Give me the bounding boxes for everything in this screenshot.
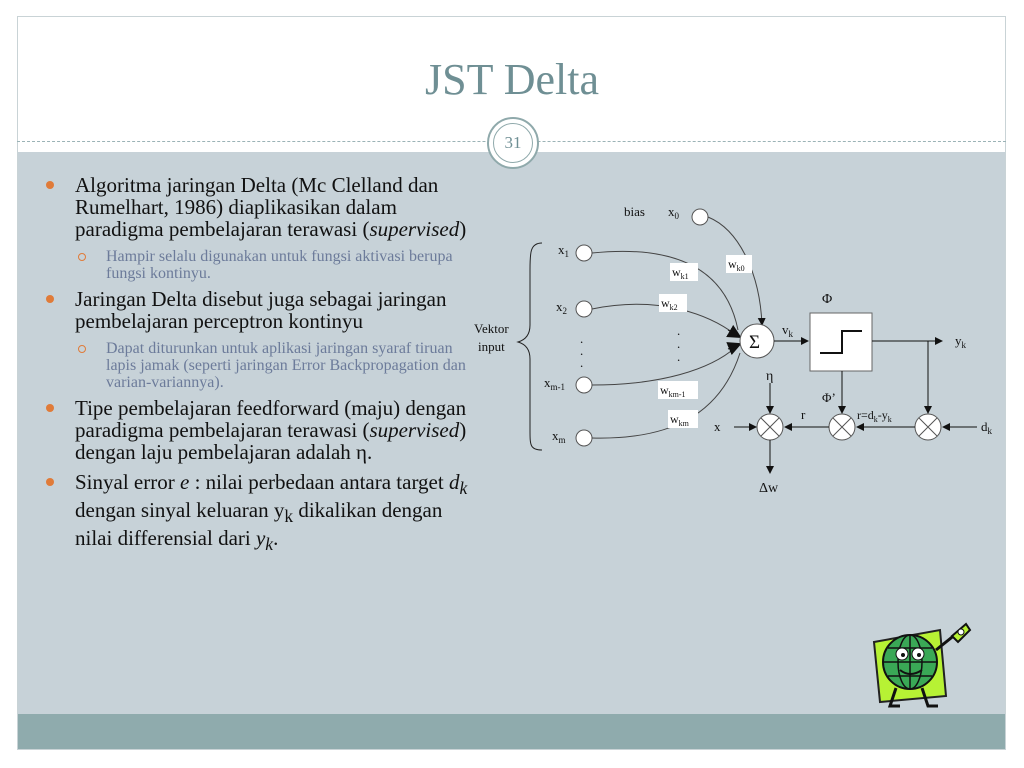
- weight-dots: .: [677, 323, 680, 338]
- input-xm-label: xm: [552, 428, 566, 445]
- svg-text:.: .: [677, 336, 680, 351]
- eta-label: η: [766, 369, 773, 384]
- x-label: x: [714, 419, 721, 434]
- yk-label: yk: [955, 333, 967, 350]
- bullet-dot-icon: [46, 181, 54, 189]
- bullet-3: Tipe pembelajaran feedforward (maju) den…: [44, 397, 474, 463]
- svg-text:.: .: [677, 349, 680, 364]
- bullet-dot-icon: [46, 404, 54, 412]
- bullet-2: Jaringan Delta disebut juga sebagai jari…: [44, 288, 474, 332]
- weight-box-km: [668, 410, 698, 428]
- input-x1-label: x1: [558, 242, 569, 259]
- input-x1-node: [575, 244, 593, 262]
- weight-k0-label: wk0: [728, 257, 745, 273]
- step-function-icon: [820, 330, 862, 354]
- dk-label: dk: [981, 419, 993, 436]
- sub-bullet-ring-icon: [78, 345, 86, 353]
- phi-prime-label: Φ’: [822, 390, 836, 405]
- weight-k1-label: wk1: [672, 265, 689, 281]
- input-x2-node: [575, 300, 593, 318]
- bullet-4: Sinyal error e : nilai perbedaan antara …: [44, 471, 474, 556]
- input-label: input: [478, 339, 505, 354]
- sub-bullet-1: Hampir selalu digunakan untuk fungsi akt…: [44, 248, 474, 282]
- weight-k2-label: wk2: [661, 296, 678, 312]
- input-xm1-node: [575, 376, 593, 394]
- weight-box-k0: [726, 255, 752, 273]
- error-equation: r=dk-yk: [857, 408, 892, 424]
- delta-network-diagram: bias x0 Vektor input x1 x2 . . . xm-1 xm…: [474, 204, 993, 496]
- slide-title: JST Delta: [425, 55, 599, 104]
- sum-arrow-bottom: [726, 342, 742, 356]
- delta-w-label: Δw: [759, 481, 779, 496]
- weight-km-label: wkm: [670, 412, 690, 428]
- sub-bullet-2: Dapat diturunkan untuk aplikasi jaringan…: [44, 340, 474, 391]
- vector-label: Vektor: [474, 321, 509, 336]
- weight-box-k1: [670, 263, 698, 281]
- bias-label: bias: [624, 204, 645, 219]
- input-dots: .: [580, 331, 583, 346]
- input-brace: [516, 242, 543, 451]
- bias-node: [691, 208, 709, 226]
- bullet-list: Algoritma jaringan Delta (Mc Clelland da…: [44, 174, 474, 564]
- link-x1: [591, 250, 739, 331]
- r-label: r: [801, 407, 806, 422]
- input-xm1-label: xm-1: [544, 375, 565, 392]
- page-number: 31: [493, 123, 533, 163]
- sigma-symbol: Σ: [749, 332, 760, 353]
- footer-bar: [18, 714, 1005, 749]
- svg-text:.: .: [580, 343, 583, 358]
- sub-bullet-ring-icon: [78, 253, 86, 261]
- link-xm1: [591, 346, 737, 386]
- page-number-badge: 31: [487, 117, 539, 169]
- input-x2-label: x2: [556, 299, 567, 316]
- bullet-1: Algoritma jaringan Delta (Mc Clelland da…: [44, 174, 474, 240]
- weight-box-k2: [659, 294, 687, 312]
- x0-label: x0: [668, 204, 680, 221]
- vk-label: vk: [782, 322, 794, 339]
- weight-km1-label: wkm-1: [660, 383, 686, 399]
- weight-box-km1: [658, 381, 698, 399]
- globe-mascot-icon: [872, 622, 972, 708]
- input-xm-node: [575, 429, 593, 447]
- sum-arrow-top: [726, 324, 742, 339]
- bullet-dot-icon: [46, 295, 54, 303]
- svg-text:.: .: [580, 355, 583, 370]
- phi-label: Φ: [822, 292, 832, 307]
- bullet-dot-icon: [46, 478, 54, 486]
